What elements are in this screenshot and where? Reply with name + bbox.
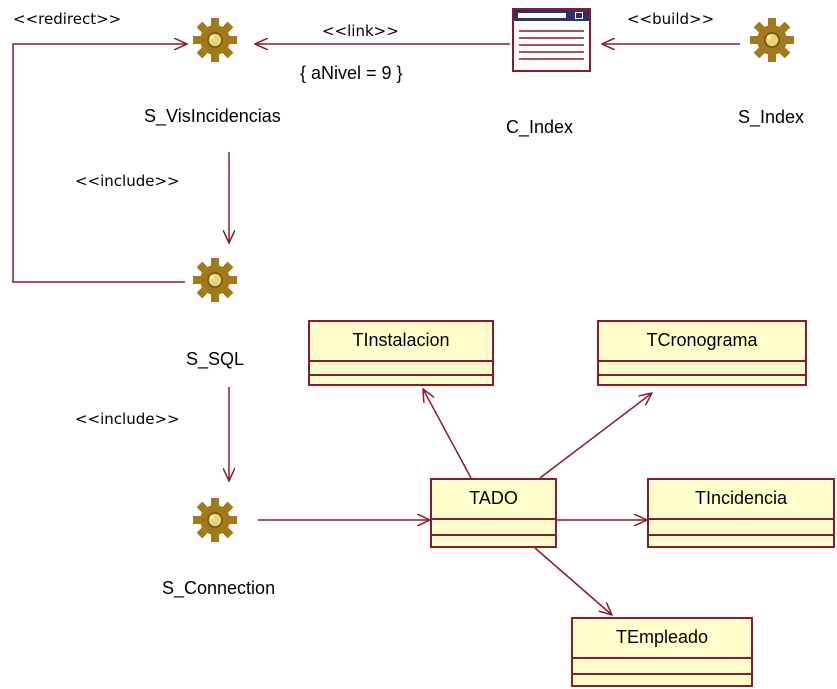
class-tcronograma-operations [599, 376, 805, 388]
class-templeado-operations [573, 675, 751, 687]
s-visincidencias-label: S_VisIncidencias [144, 106, 281, 126]
class-tado[interactable]: TADO [430, 478, 557, 548]
tado-templeado-arrow [534, 547, 612, 615]
link-stereotype: <<link>> [322, 22, 399, 40]
class-tinstalacion-attributes [310, 362, 492, 376]
class-tincidencia[interactable]: TIncidencia [647, 478, 835, 548]
s-connection-label: S_Connection [162, 578, 276, 598]
class-tcronograma-name: TCronograma [599, 322, 805, 362]
class-tcronograma[interactable]: TCronograma [597, 320, 807, 386]
tado-tcronograma-arrow [539, 393, 652, 479]
class-tincidencia-operations [649, 536, 833, 548]
class-tado-operations [432, 536, 555, 548]
class-tado-attributes [432, 520, 555, 536]
class-tinstalacion-name: TInstalacion [310, 322, 492, 362]
s-connection-gear-icon [192, 497, 238, 543]
c-index-page-icon [512, 8, 591, 72]
tado-tinstalacion-arrow [423, 389, 472, 479]
class-templeado-attributes [573, 659, 751, 675]
class-tado-name: TADO [432, 480, 555, 520]
class-tincidencia-attributes [649, 520, 833, 536]
s-visincidencias-gear-icon [192, 17, 238, 63]
redirect-arrow [12, 44, 187, 283]
class-tcronograma-attributes [599, 362, 805, 376]
class-templeado[interactable]: TEmpleado [571, 617, 753, 687]
include-connection-stereotype: <<include>> [75, 410, 180, 428]
s-sql-gear-icon [192, 257, 238, 303]
s-index-gear-icon [749, 17, 795, 63]
include-sql-stereotype: <<include>> [75, 172, 180, 190]
s-sql-label: S_SQL [186, 349, 245, 369]
s-index-label: S_Index [738, 107, 805, 127]
redirect-stereotype: <<redirect>> [13, 10, 122, 28]
link-constraint: { aNivel = 9 } [300, 63, 403, 83]
class-templeado-name: TEmpleado [573, 619, 751, 659]
class-tinstalacion-operations [310, 376, 492, 388]
c-index-label: C_Index [506, 117, 574, 137]
class-tinstalacion[interactable]: TInstalacion [308, 320, 494, 386]
class-tincidencia-name: TIncidencia [649, 480, 833, 520]
build-stereotype: <<build>> [627, 10, 715, 28]
